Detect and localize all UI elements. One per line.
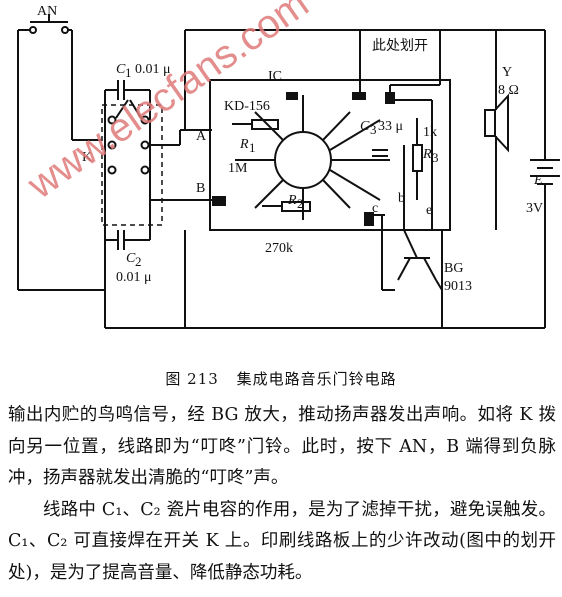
c2-value: 0.01 μ: [116, 270, 152, 285]
voltage-label: 3V: [526, 201, 543, 216]
node-b-label: B: [196, 181, 205, 196]
c1-label: C: [116, 62, 126, 77]
battery-label: E: [533, 173, 543, 188]
paragraph-2: 线路中 C₁、C₂ 瓷片电容的作用，是为了滤掉干扰，避免误触发。C₁、C₂ 可直…: [8, 499, 556, 583]
an-label: AN: [37, 4, 57, 19]
pin-b-label: b: [398, 191, 405, 206]
speaker-ohm-label: 8 Ω: [498, 83, 519, 98]
k-label: K: [82, 150, 92, 165]
transistor-label: BG: [444, 261, 463, 276]
r2-value: 270k: [265, 241, 293, 256]
transistor-model-label: 9013: [444, 279, 472, 294]
paragraph-1: 输出内贮的鸟鸣信号，经 BG 放大，推动扬声器发出声响。如将 K 拨向另一位置，…: [8, 405, 556, 488]
body-text: 输出内贮的鸟鸣信号，经 BG 放大，推动扬声器发出声响。如将 K 拨向另一位置，…: [8, 400, 556, 589]
speaker-label: Y: [502, 65, 512, 80]
circuit-diagram: AN C 1 0.01 μ K C 2 0.01 μ IC KD-156 此处划…: [17, 0, 560, 329]
r3-sub: 3: [432, 150, 439, 165]
watermark: www.elecfans.com: [19, 0, 316, 208]
c1-value: 0.01 μ: [135, 62, 171, 77]
c3-sub: 3: [370, 122, 377, 137]
r1-value: 1M: [228, 161, 248, 176]
r1-label: R: [239, 137, 249, 152]
c3-value: 33 μ: [378, 119, 403, 134]
pin-e-label: e: [426, 203, 432, 218]
r3-label: R: [422, 147, 432, 162]
c2-label: C: [126, 251, 136, 266]
c2-sub: 2: [135, 254, 142, 269]
r1-sub: 1: [249, 140, 256, 155]
c3-label: C: [360, 119, 370, 134]
figure-number: 图 213: [165, 370, 219, 388]
r2-sub: 2: [297, 196, 304, 211]
cut-note-label: 此处划开: [372, 38, 428, 54]
chip-label: KD-156: [224, 99, 270, 114]
ic-label: IC: [268, 69, 282, 84]
figure-title: 集成电路音乐门铃电路: [236, 370, 397, 388]
r3-value: 1k: [423, 125, 437, 140]
r2-label: R: [287, 193, 297, 208]
figure-caption: 图 213 集成电路音乐门铃电路: [0, 368, 562, 389]
node-a-label: A: [196, 129, 207, 144]
pin-c-label: c: [372, 201, 378, 216]
c1-sub: 1: [125, 65, 132, 80]
